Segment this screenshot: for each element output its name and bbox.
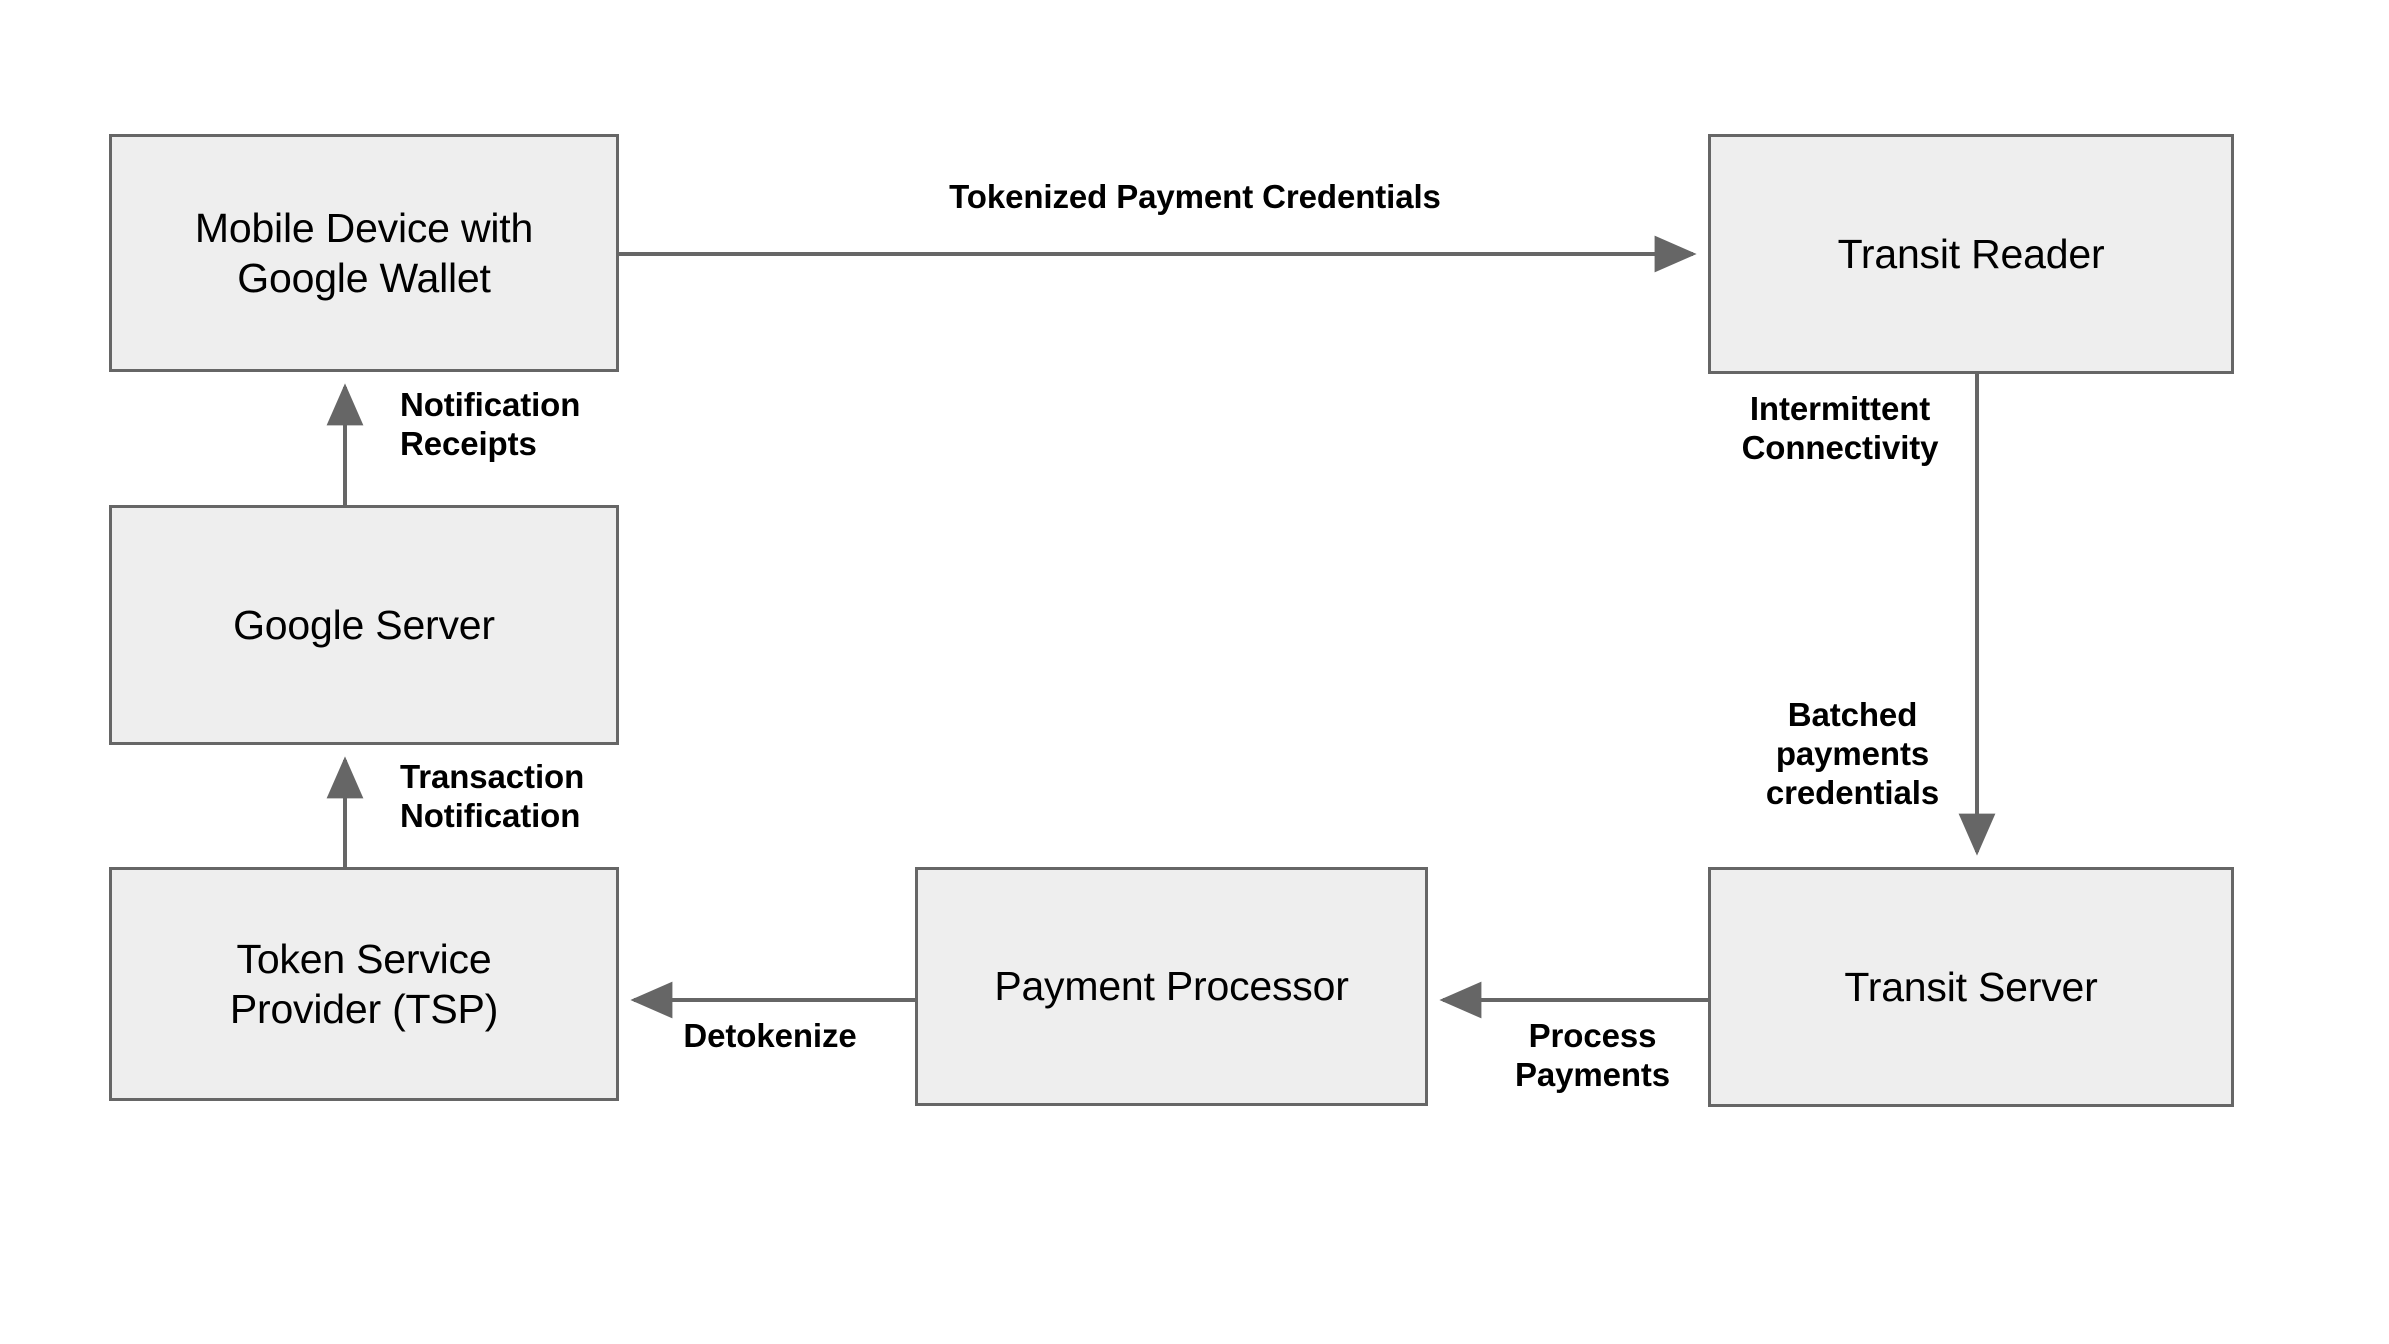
edge-label-transaction-notification: Transaction Notification <box>400 758 585 834</box>
node-mobile-device[interactable]: Mobile Device with Google Wallet <box>109 134 619 372</box>
node-transit-server-label: Transit Server <box>1844 963 2098 1010</box>
edge-label-detokenize: Detokenize <box>683 1017 857 1054</box>
node-token-service-provider[interactable]: Token Service Provider (TSP) <box>109 867 619 1101</box>
node-mobile-device-label: Mobile Device with Google Wallet <box>194 204 534 301</box>
node-payment-processor-label: Payment Processor <box>994 963 1349 1010</box>
edge-label-intermittent-connectivity: Intermittent Connectivity <box>1741 390 1939 466</box>
node-transit-reader-label: Transit Reader <box>1837 230 2105 277</box>
node-google-server[interactable]: Google Server <box>109 505 619 745</box>
edge-label-batched-payments-credentials: Batched payments credentials <box>1765 696 1940 811</box>
edge-label-tokenized-payment-credentials: Tokenized Payment Credentials <box>949 178 1441 215</box>
node-transit-reader[interactable]: Transit Reader <box>1708 134 2234 374</box>
node-token-service-provider-label: Token Service Provider (TSP) <box>229 935 499 1032</box>
node-google-server-label: Google Server <box>233 601 495 648</box>
node-payment-processor[interactable]: Payment Processor <box>915 867 1428 1106</box>
node-transit-server[interactable]: Transit Server <box>1708 867 2234 1107</box>
edge-label-notification-receipts: Notification Receipts <box>400 386 581 462</box>
edge-label-process-payments: Process Payments <box>1514 1017 1671 1093</box>
